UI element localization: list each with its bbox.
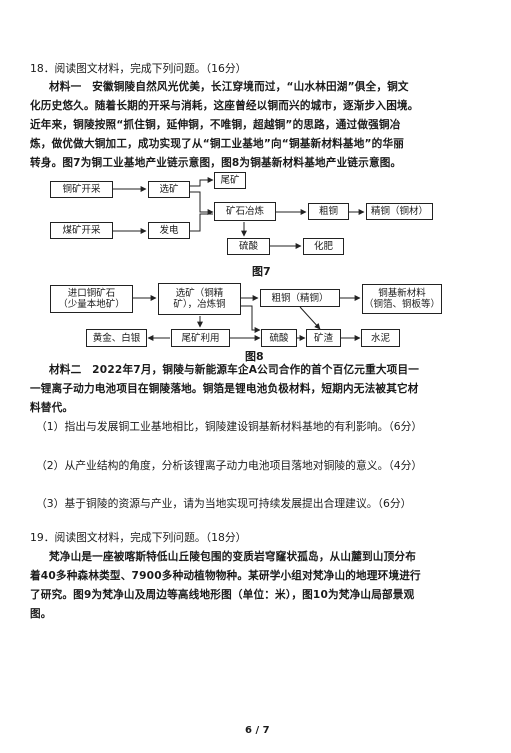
fig7-blister-copper: 粗铜 xyxy=(308,203,349,220)
q19-line: 着40多种森林类型、7900多种动植物物种。某研学小组对梵净山的地理环境进行 xyxy=(30,570,421,582)
fig8-dressing-line2: 矿），冶炼铜 xyxy=(173,299,226,310)
fig8-imported-ore-line2: （少量本地矿） xyxy=(58,299,125,310)
fig8-imported-ore-line1: 进口铜矿石 xyxy=(67,288,116,299)
fig8-blister-copper: 粗铜（精铜） xyxy=(260,289,340,307)
material1-line: 材料一 安徽铜陵自然风光优美，长江穿境而过，“山水林田湖”俱全，铜文 xyxy=(49,81,409,93)
material1-line: 转身。图7为铜工业基地产业链示意图，图8为铜基新材料基地产业链示意图。 xyxy=(30,157,402,169)
fig8-copper-new-materials: 铜基新材料 （铜箔、铜板等） xyxy=(362,284,442,314)
fig7-sulfuric-acid: 硫酸 xyxy=(227,238,270,255)
material1-line: 近年来，铜陵按照“抓住铜，延伸铜，不唯铜，超越铜”的思路，通过做强铜冶 xyxy=(30,119,401,131)
fig8-sulfuric-acid: 硫酸 xyxy=(261,329,297,347)
q19-line: 图。 xyxy=(30,608,52,620)
fig7-power-generation: 发电 xyxy=(148,222,190,239)
fig7-ore-dressing: 选矿 xyxy=(148,181,190,198)
material2-line: 料替代。 xyxy=(30,402,74,414)
page-number: 6 / 7 xyxy=(245,725,270,736)
fig7-fertilizer: 化肥 xyxy=(303,238,344,255)
q19-heading: 19．阅读图文材料，完成下列问题。（18分） xyxy=(30,531,247,544)
q19-line: 了研究。图9为梵净山及周边等高线地形图（单位：米），图10为梵净山局部景观 xyxy=(30,589,415,601)
question-18-2: （2）从产业结构的角度，分析该锂离子动力电池项目落地对铜陵的意义。（4分） xyxy=(36,459,423,472)
material2-line: 一锂离子动力电池项目在铜陵落地。铜箔是锂电池负极材料，短期内无法被其它材 xyxy=(30,383,419,395)
q18-heading: 18．阅读图文材料，完成下列问题。（16分） xyxy=(30,62,247,75)
fig7-refined-copper: 精铜（铜材） xyxy=(366,203,433,220)
fig8-slag: 矿渣 xyxy=(306,329,341,347)
material1-line: 化历史悠久。随着长期的开采与消耗，这座曾经以铜而兴的城市，逐渐步入困境。 xyxy=(30,100,419,112)
fig8-dressing-line1: 选矿（铜精 xyxy=(175,288,224,299)
figure-8-caption: 图8 xyxy=(245,350,264,363)
material2-line: 材料二 2022年7月，铜陵与新能源车企A公司合作的首个百亿元重大项目一 xyxy=(49,364,420,376)
figure-7-caption: 图7 xyxy=(252,265,271,278)
fig8-dressing-smelting: 选矿（铜精 矿），冶炼铜 xyxy=(158,283,241,315)
question-18-1: （1）指出与发展铜工业基地相比，铜陵建设铜基新材料基地的有利影响。（6分） xyxy=(36,420,423,433)
fig7-coal-mining: 煤矿开采 xyxy=(50,222,113,239)
fig7-copper-mining: 铜矿开采 xyxy=(50,181,113,198)
fig8-imported-ore: 进口铜矿石 （少量本地矿） xyxy=(50,285,133,313)
fig8-tailings-utilization: 尾矿利用 xyxy=(171,329,230,347)
material1-line: 炼，做优做大铜加工，成功实现了从“铜工业基地”向“铜基新材料基地”的华丽 xyxy=(30,138,405,150)
fig7-tailings: 尾矿 xyxy=(214,172,246,189)
fig8-cement: 水泥 xyxy=(361,329,400,347)
fig8-new-materials-line1: 铜基新材料 xyxy=(378,288,426,299)
fig8-new-materials-line2: （铜箔、铜板等） xyxy=(363,299,440,310)
q19-line: 梵净山是一座被喀斯特低山丘陵包围的变质岩穹窿状孤岛，从山麓到山顶分布 xyxy=(49,551,416,563)
question-18-3: （3）基于铜陵的资源与产业，请为当地实现可持续发展提出合理建议。（6分） xyxy=(36,497,412,510)
fig8-gold-silver: 黄金、白银 xyxy=(86,329,147,347)
fig7-ore-smelting: 矿石冶炼 xyxy=(214,202,276,221)
